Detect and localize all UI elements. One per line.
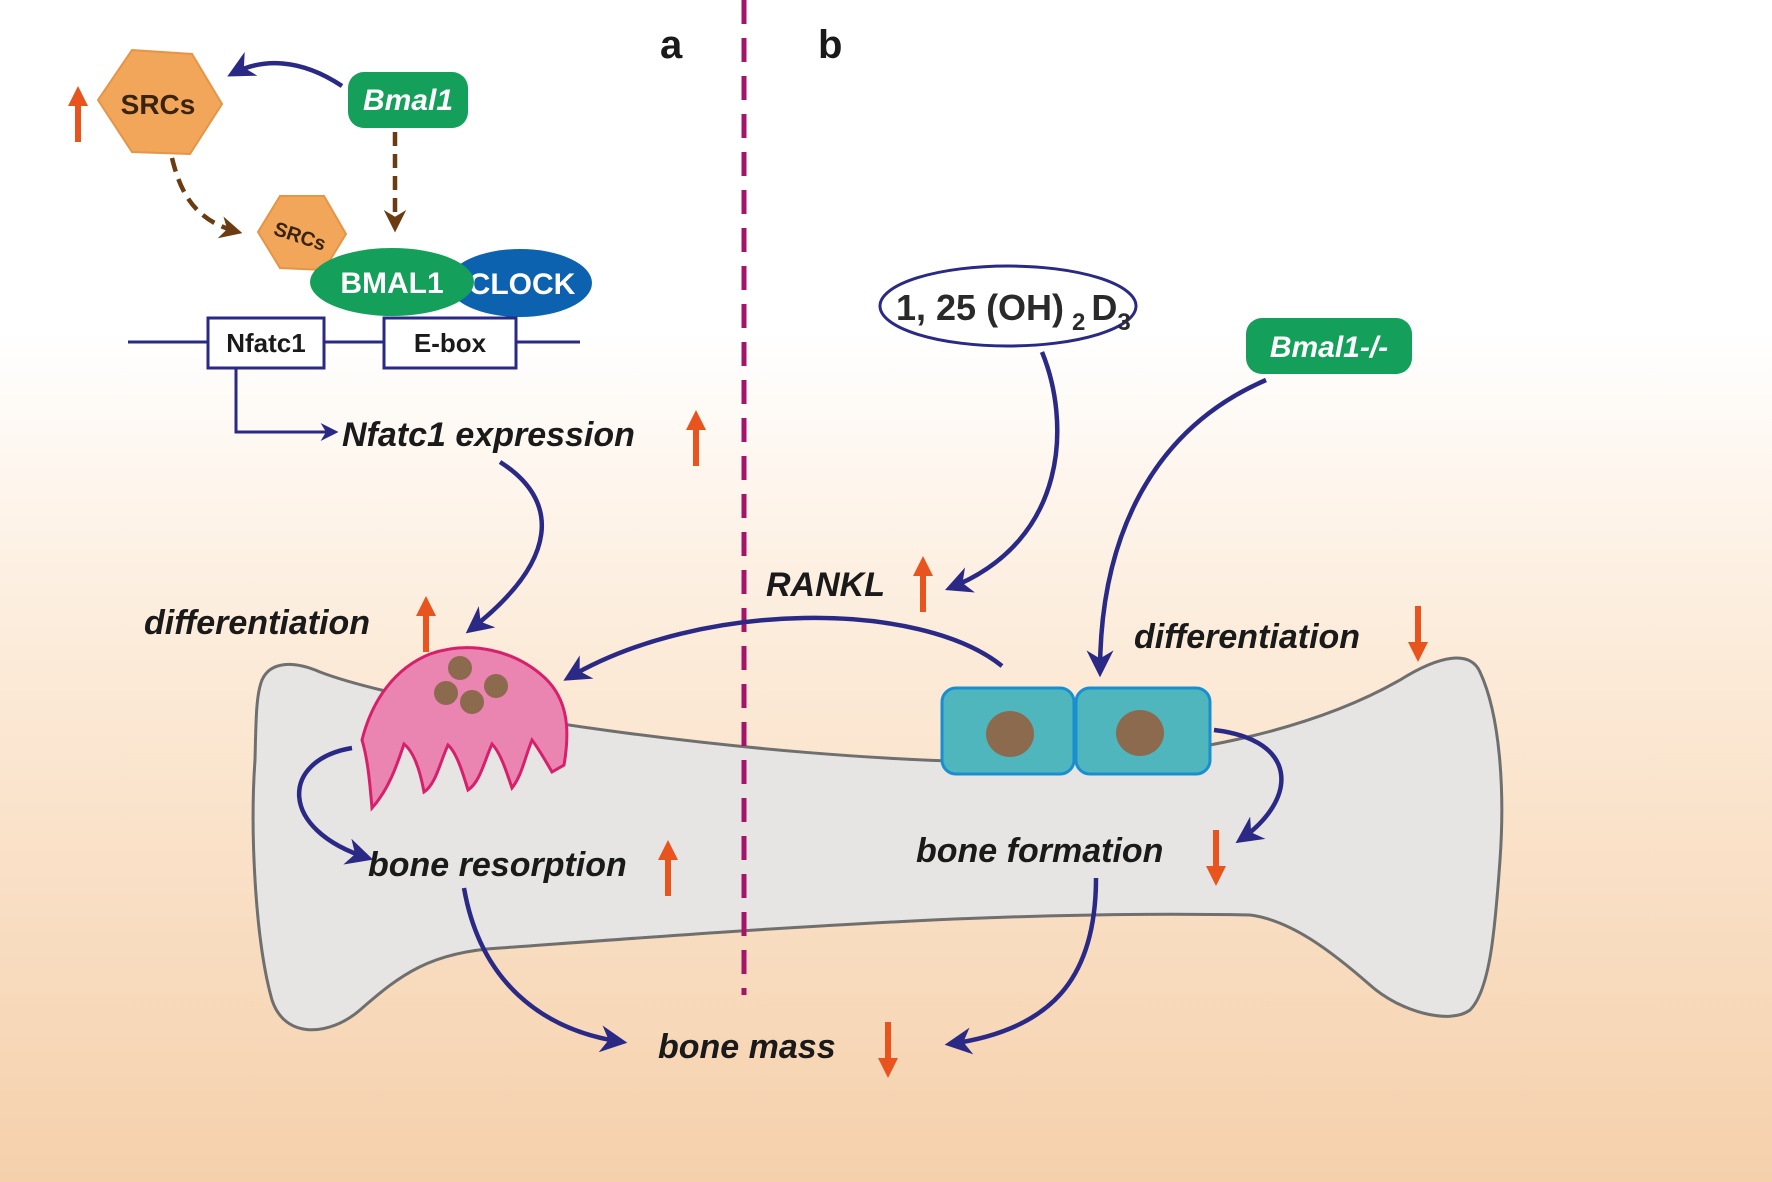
differentiation-b-label: differentiation (1134, 618, 1360, 656)
bmal1-gene-label: Bmal1 (363, 84, 453, 117)
formation-to-bone-mass-arrow (944, 877, 1099, 1055)
vitamin-d-D: D (1091, 287, 1117, 328)
osteoblast-nucleus-2 (1116, 710, 1164, 756)
osteoclast-cell (360, 646, 569, 812)
srcs-to-complex-dashed-arrow (169, 157, 243, 239)
nfatc1-box (206, 316, 326, 370)
osteoclast-nucleus-3 (434, 681, 458, 705)
expression-to-osteoclast-arrow (465, 460, 545, 634)
srcs-large-label: SRCs (121, 89, 196, 120)
srcs-hexagon-large (96, 48, 224, 156)
panel-label-b: b (818, 23, 842, 67)
osteoclast-nucleus-4 (460, 690, 484, 714)
vitamin-d-to-rankl-arrow (944, 351, 1060, 593)
osteoclast-nucleus-1 (448, 656, 472, 680)
bone-resorption-label: bone resorption (368, 846, 627, 884)
bmal1-protein-label: BMAL1 (340, 267, 443, 300)
ebox-label: E-box (414, 328, 487, 358)
clock-protein (448, 249, 592, 317)
nfatc1-expression-label: Nfatc1 expression (342, 416, 635, 454)
bone-mass-label: bone mass (658, 1028, 836, 1066)
bmal1-ko-label: Bmal1-/- (1270, 331, 1388, 364)
bmal1-gene-badge (348, 72, 468, 128)
resorption-to-bone-mass-arrow (461, 887, 628, 1053)
bmal1-to-srcs-arrow (227, 51, 344, 88)
panel-label-a: a (660, 23, 683, 67)
osteoblast-to-formation-arrow (1213, 727, 1284, 844)
rankl-to-osteoclast-arrow (563, 615, 1004, 681)
osteoclast-to-resorption-arrow (297, 745, 374, 865)
bone-formation-label: bone formation (916, 832, 1163, 870)
vitamin-d-ellipse (878, 264, 1138, 348)
osteoclast-nucleus-2 (484, 674, 508, 698)
ebox-box (382, 316, 518, 370)
nfatc1-box-label: Nfatc1 (226, 328, 305, 358)
rankl-label: RANKL (766, 566, 885, 604)
clock-label: CLOCK (469, 268, 576, 301)
nfatc1-expression-arrow (234, 368, 339, 441)
bmal1-protein (310, 248, 474, 316)
bmal1-ko-to-osteoblast-arrow (1086, 377, 1267, 678)
vitamin-d-main: 1, 25 (OH) (896, 287, 1064, 328)
srcs-hexagon-small (256, 195, 348, 272)
osteoblast-nucleus-1 (986, 711, 1034, 757)
differentiation-a-label: differentiation (144, 604, 370, 642)
vitamin-d-sub-2: 2 (1072, 309, 1085, 336)
vitamin-d-sub-3: 3 (1117, 309, 1130, 336)
bmal1-ko-badge (1246, 318, 1412, 374)
